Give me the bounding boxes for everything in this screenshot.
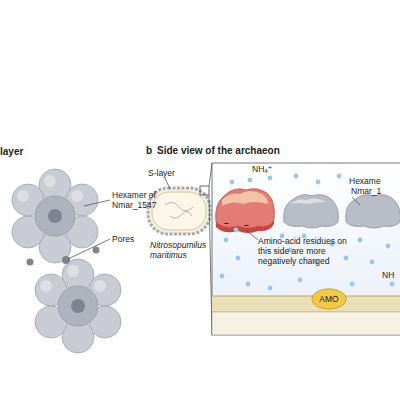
archaeon-cell <box>148 163 212 335</box>
charge-sign: − <box>224 218 232 228</box>
ion-label: NH₄⁺ <box>252 164 272 174</box>
charge-sign: − <box>244 220 252 230</box>
s-layer-side-view <box>212 163 400 335</box>
annotation: Amino-acid residues on this side are mor… <box>258 236 348 266</box>
enzyme-oval: AMO <box>311 288 347 310</box>
callout-label: Hexamer of Nmar_1547 <box>112 190 164 210</box>
panel-title: layer <box>0 146 40 158</box>
s-layer-top-view <box>12 169 121 353</box>
panel-letter: b <box>146 145 156 157</box>
callout-label: Hexame <box>349 176 381 186</box>
molecule-label: NH <box>382 270 394 280</box>
callout-label: Nmar_1 <box>351 186 381 196</box>
species-name: Nitrosopumilus maritimus <box>150 240 210 260</box>
callout-label: S-layer <box>148 168 188 178</box>
enzyme-label: AMO <box>319 294 338 304</box>
panel-title: Side view of the archaeon <box>157 145 280 157</box>
callout-label: Pores <box>112 234 152 244</box>
